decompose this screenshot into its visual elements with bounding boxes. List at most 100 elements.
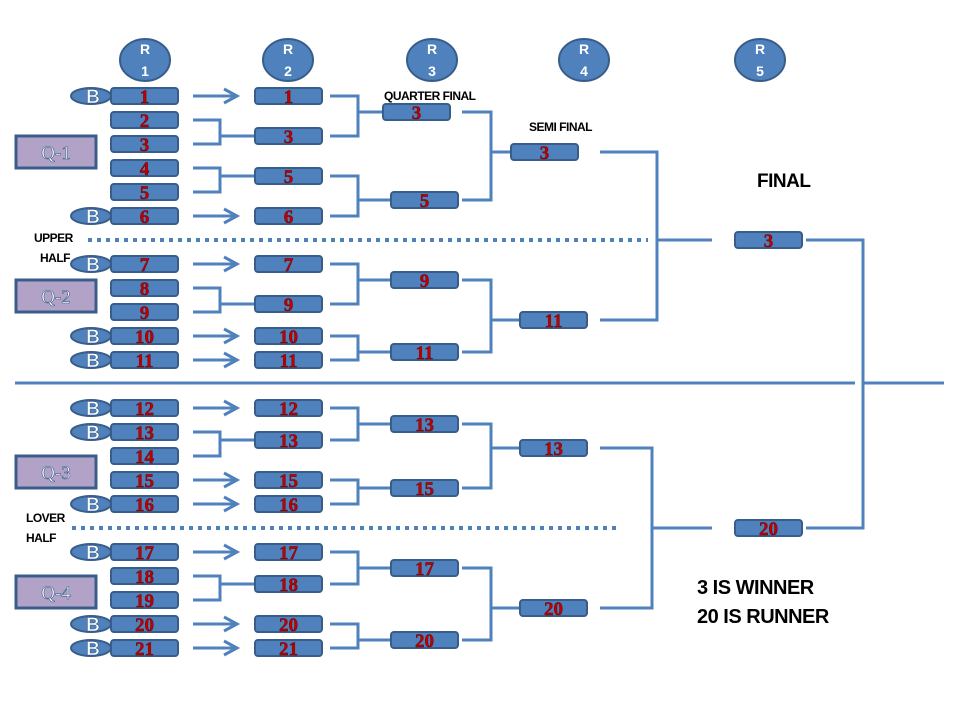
quarter-text: Q-1	[41, 143, 71, 164]
team-number: 11	[416, 343, 434, 364]
round1-team-box	[110, 135, 179, 153]
team-number: 11	[545, 311, 563, 332]
round2-team: 17	[254, 543, 323, 564]
round-number: 3	[428, 63, 436, 79]
round-letter: R	[579, 41, 589, 57]
quarter-final-team-box	[390, 479, 459, 497]
quarter-box	[14, 278, 98, 314]
round1-team: 14	[110, 447, 179, 468]
advance-arrow-icon	[193, 471, 241, 489]
bracket-line	[330, 622, 360, 650]
round1-team-box	[110, 351, 179, 369]
bye-badge: B	[70, 255, 112, 276]
team-number: 1	[140, 87, 150, 108]
quarter-label-3: Q-3	[14, 454, 98, 490]
quarter-label-1: Q-1	[14, 134, 98, 170]
quarter-box	[14, 574, 98, 610]
bracket-line	[462, 422, 493, 490]
quarter-final-team-box	[390, 271, 459, 289]
team-number: 14	[135, 447, 155, 468]
bye-letter: B	[86, 255, 100, 276]
semi-final-team: 3	[510, 143, 579, 164]
bye-badge: B	[70, 351, 112, 372]
round2-team: 1	[254, 87, 323, 108]
round1-team: 7	[110, 255, 179, 276]
bracket-line	[193, 430, 222, 458]
quarter-final-label: QUARTER FINAL	[384, 89, 476, 103]
bracket-line	[462, 110, 493, 202]
round2-team-box	[254, 431, 323, 449]
team-number: 5	[284, 167, 294, 188]
team-number: 10	[135, 327, 154, 348]
team-number: 3	[412, 103, 422, 124]
round1-team: 9	[110, 303, 179, 324]
semi-final-team-box	[510, 143, 579, 161]
round1-team: 3	[110, 135, 179, 156]
round2-team: 16	[254, 495, 323, 516]
quarter-final-team-box	[390, 559, 459, 577]
round2-team: 18	[254, 575, 323, 596]
bracket-line	[193, 574, 222, 602]
team-number: 9	[140, 303, 150, 324]
team-number: 2	[140, 111, 150, 132]
round2-team: 12	[254, 399, 323, 420]
round2-team-box	[254, 495, 323, 513]
round2-team-box	[254, 351, 323, 369]
round1-team-box	[110, 495, 179, 513]
team-number: 3	[764, 231, 774, 252]
round2-team: 6	[254, 207, 323, 228]
round1-team-box	[110, 543, 179, 561]
quarter-final-team-box	[390, 415, 459, 433]
round2-team: 21	[254, 639, 323, 660]
bye-badge: B	[70, 639, 112, 660]
round1-team-box	[110, 303, 179, 321]
round1-team-box	[110, 615, 179, 633]
final-label: FINAL	[757, 171, 811, 192]
quarter-text: Q-4	[41, 583, 71, 604]
round1-team: 10	[110, 327, 179, 348]
team-number: 17	[135, 543, 155, 564]
round2-team: 5	[254, 167, 323, 188]
bracket-line	[193, 118, 222, 146]
round1-team: 8	[110, 279, 179, 300]
team-number: 8	[140, 279, 150, 300]
round2-team: 15	[254, 471, 323, 492]
round2-team-box	[254, 127, 323, 145]
bye-badge: B	[70, 399, 112, 420]
advance-arrow-icon	[193, 351, 241, 369]
semi-final-team-box	[519, 599, 588, 617]
semi-final-team-box	[519, 439, 588, 457]
upper-half-label-line1: UPPER	[34, 231, 74, 245]
round1-team-box	[110, 87, 179, 105]
round2-team: 13	[254, 431, 323, 452]
bracket-line	[330, 262, 360, 306]
advance-arrow-icon	[193, 327, 241, 345]
round1-team: 12	[110, 399, 179, 420]
round-circle	[262, 38, 314, 82]
bye-badge: B	[70, 423, 112, 444]
round-letter: R	[755, 41, 765, 57]
quarter-final-team: 20	[390, 631, 459, 652]
round-letter: R	[427, 41, 437, 57]
team-number: 20	[415, 631, 434, 652]
round2-team-box	[254, 207, 323, 225]
round1-team: 5	[110, 183, 179, 204]
team-number: 15	[135, 471, 154, 492]
round1-team: 11	[110, 351, 179, 372]
round2-team: 3	[254, 127, 323, 148]
team-number: 9	[284, 295, 294, 316]
team-number: 6	[284, 207, 294, 228]
team-number: 20	[135, 615, 154, 636]
quarter-final-team-box	[390, 191, 459, 209]
team-number: 11	[136, 351, 154, 372]
team-number: 12	[135, 399, 154, 420]
round-letter: R	[283, 41, 293, 57]
team-number: 11	[280, 351, 298, 372]
team-number: 10	[279, 327, 298, 348]
round1-team: 2	[110, 111, 179, 132]
bye-letter: B	[86, 615, 100, 636]
team-number: 7	[284, 255, 294, 276]
round1-team: 16	[110, 495, 179, 516]
bye-letter: B	[86, 351, 100, 372]
advance-arrow-icon	[193, 255, 241, 273]
